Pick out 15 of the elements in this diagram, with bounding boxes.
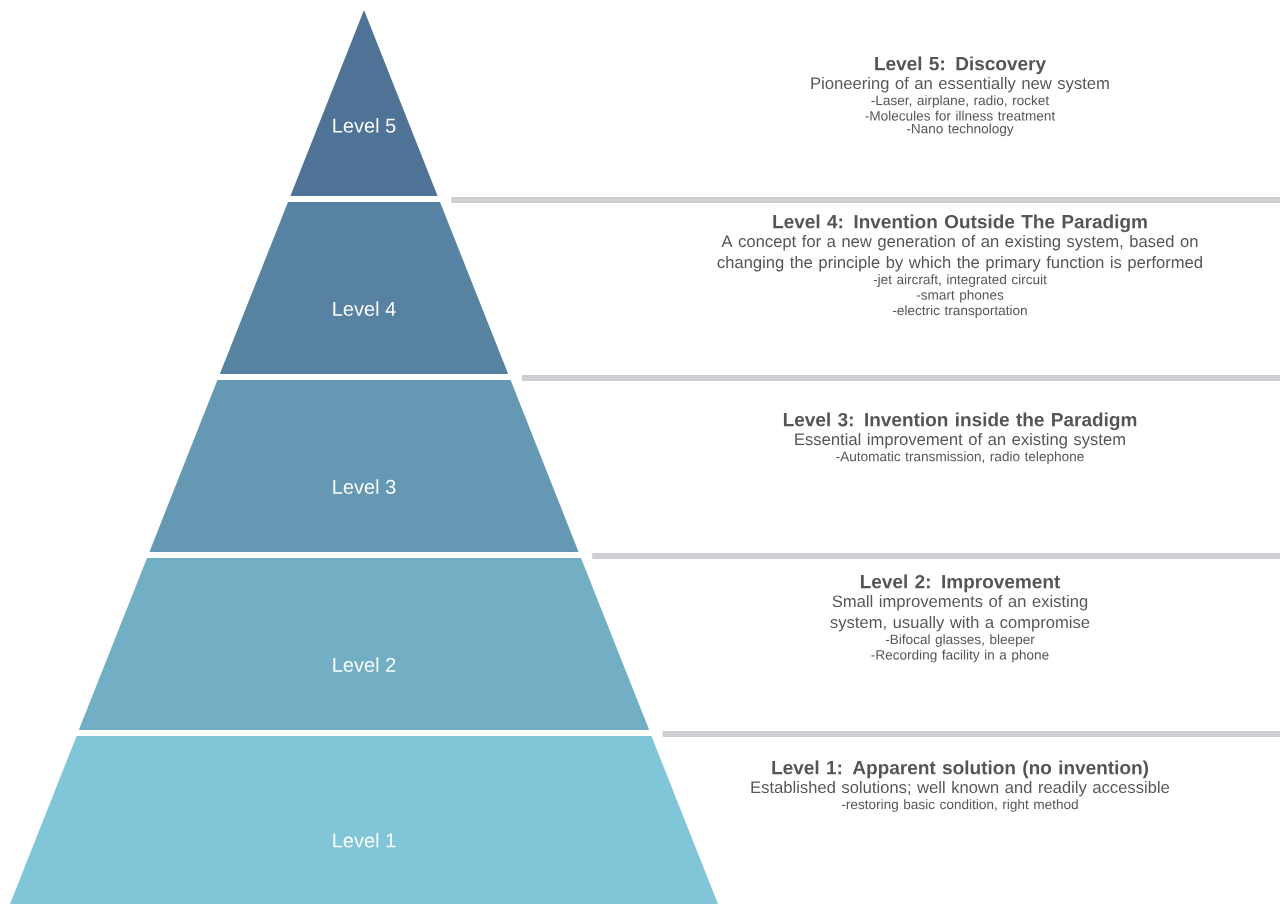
level-heading: Level 5: Discovery — [875, 56, 1046, 75]
level-heading: Level 2: Improvement — [861, 574, 1061, 593]
level-description: Small improvements of an existing system, usually with a compromise — [830, 594, 1090, 632]
level-description: Pioneering of an essentially new system — [811, 76, 1109, 93]
level-description: Established solutions; well known and readily accessible — [751, 780, 1170, 797]
level-heading: Level 4: Invention Outside The Paradigm — [773, 214, 1147, 233]
level-heading: Level 1: Apparent solution (no invention) — [772, 760, 1149, 779]
pyramid-level: Level 4 — [219, 202, 509, 374]
level-heading: Level 3: Invention inside the Paradigm — [783, 412, 1137, 431]
pyramid-level: Level 1 — [10, 736, 718, 904]
pyramid-level: Level 2 — [78, 558, 650, 730]
level-description: A concept for a new generation of an existing system, based on changing the principle by which the primary function is performed — [717, 235, 1202, 272]
pyramid-level: Level 5 — [290, 10, 438, 196]
pyramid-level: Level 3 — [149, 380, 579, 552]
level-description: Essential improvement of an existing system — [795, 433, 1125, 449]
